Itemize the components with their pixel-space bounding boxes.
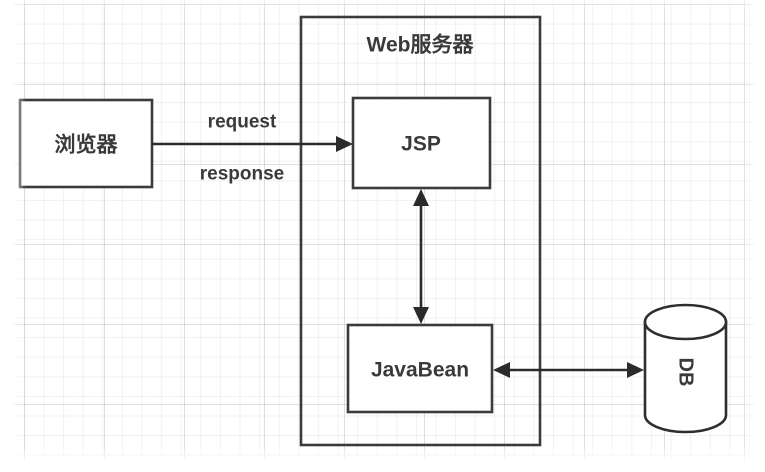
browser-jsp-arrowhead-right xyxy=(336,136,353,152)
node-jsp[interactable]: JSP xyxy=(351,96,492,190)
edge-label-response: response xyxy=(200,164,284,185)
node-db[interactable]: DB xyxy=(643,303,728,434)
javabean-db-arrowhead-left xyxy=(493,362,510,378)
jsp-javabean-arrowhead-down xyxy=(413,307,429,324)
jsp-label: JSP xyxy=(401,133,441,156)
edge-javabean-db[interactable] xyxy=(493,362,644,378)
edge-browser-to-jsp[interactable]: request response xyxy=(152,112,353,185)
edge-jsp-javabean[interactable] xyxy=(413,189,429,324)
javabean-db-arrowhead-right xyxy=(627,362,644,378)
browser-label: 浏览器 xyxy=(55,133,119,157)
jsp-javabean-arrowhead-up xyxy=(413,189,429,206)
node-browser[interactable]: 浏览器 xyxy=(18,98,154,189)
db-cylinder-top xyxy=(643,303,728,341)
javabean-label: JavaBean xyxy=(371,359,469,382)
db-label: DB xyxy=(675,358,697,387)
edge-label-request: request xyxy=(208,112,277,133)
node-javabean[interactable]: JavaBean xyxy=(346,323,494,414)
web-server-label: Web服务器 xyxy=(367,33,475,57)
